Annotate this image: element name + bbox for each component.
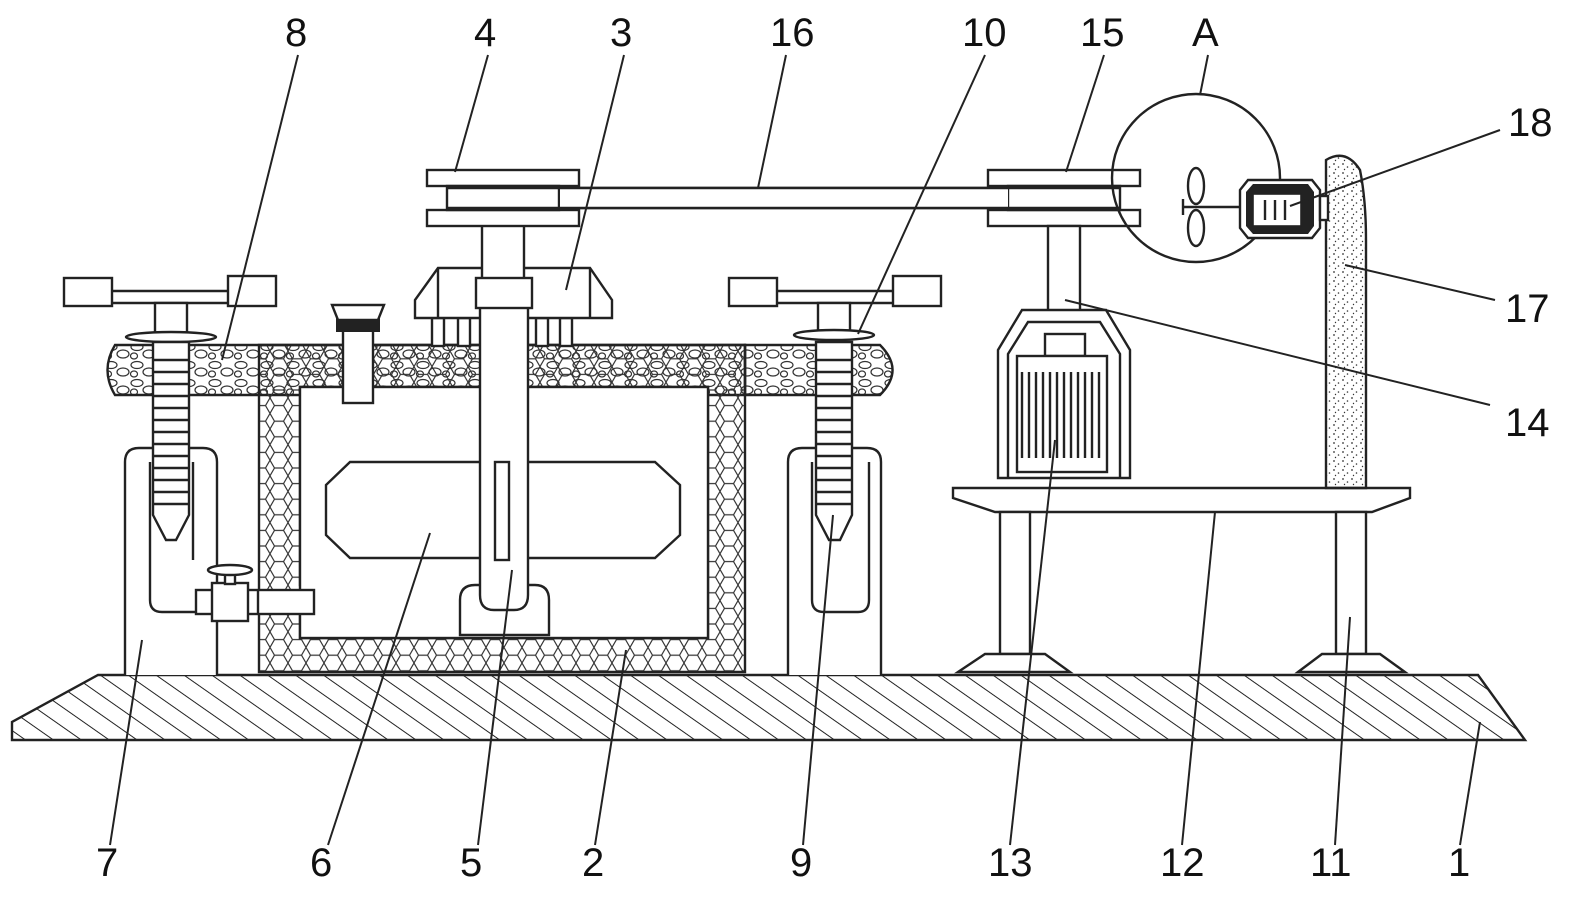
label-2: 2 — [582, 841, 604, 885]
label-15: 15 — [1080, 11, 1125, 55]
left-pulley — [427, 170, 579, 226]
main-shaft — [476, 222, 532, 610]
label-16: 16 — [770, 11, 815, 55]
label-6: 6 — [310, 841, 332, 885]
right-pulley — [988, 170, 1140, 226]
side-post — [1326, 156, 1366, 488]
base-plate — [12, 675, 1525, 740]
label-3: 3 — [610, 11, 632, 55]
right-screw-assembly — [729, 276, 941, 540]
label-1: 1 — [1448, 841, 1470, 885]
label-4: 4 — [474, 11, 496, 55]
label-A: A — [1192, 11, 1219, 55]
left-screw-assembly — [64, 276, 276, 540]
motor-table — [953, 488, 1410, 672]
label-7: 7 — [96, 841, 118, 885]
label-5: 5 — [460, 841, 482, 885]
motor — [998, 310, 1130, 478]
label-12: 12 — [1160, 841, 1205, 885]
label-9: 9 — [790, 841, 812, 885]
label-8: 8 — [285, 11, 307, 55]
label-11: 11 — [1310, 841, 1352, 885]
label-13: 13 — [988, 841, 1033, 885]
label-10: 10 — [962, 11, 1007, 55]
label-18: 18 — [1508, 101, 1553, 145]
label-14: 14 — [1505, 401, 1550, 445]
label-17: 17 — [1505, 287, 1550, 331]
fan-assembly — [1183, 168, 1328, 246]
